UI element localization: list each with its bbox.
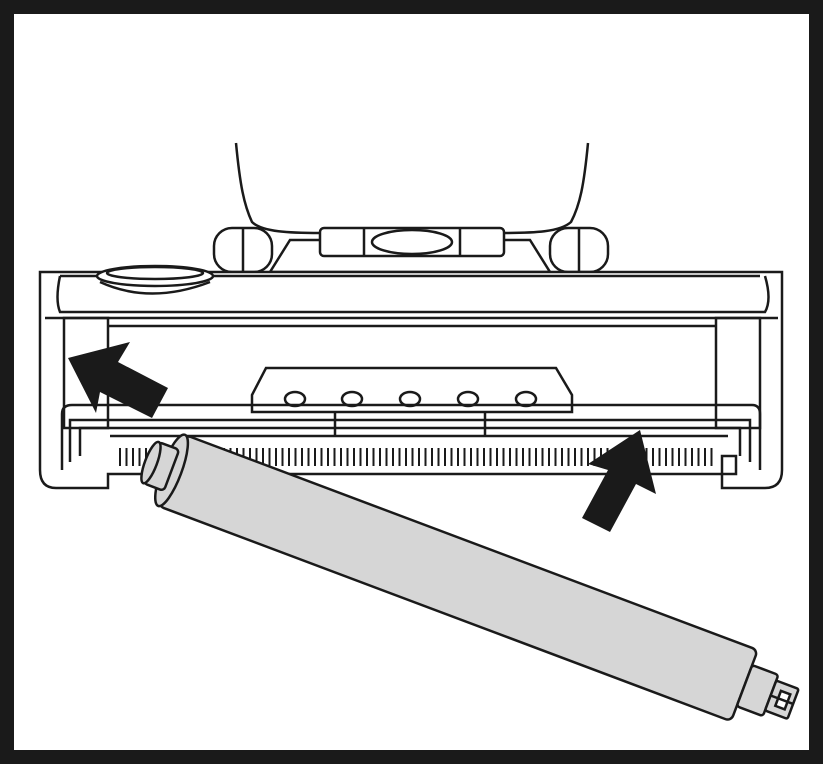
pivot-knob-right <box>548 226 610 274</box>
brush-roll-body <box>158 435 758 721</box>
handle-neck <box>234 142 590 235</box>
brush-roll-end-cap-right <box>736 664 800 720</box>
pivot-knob-left <box>212 226 274 274</box>
end-clip-right <box>720 454 738 476</box>
brush-roll-end-cap-left <box>140 440 180 492</box>
brush-roll <box>140 433 800 721</box>
brush-channel <box>60 403 762 470</box>
vent-plate <box>250 366 574 414</box>
arrow-left <box>68 342 168 418</box>
arrow-right <box>582 430 656 532</box>
center-joint <box>267 226 553 274</box>
